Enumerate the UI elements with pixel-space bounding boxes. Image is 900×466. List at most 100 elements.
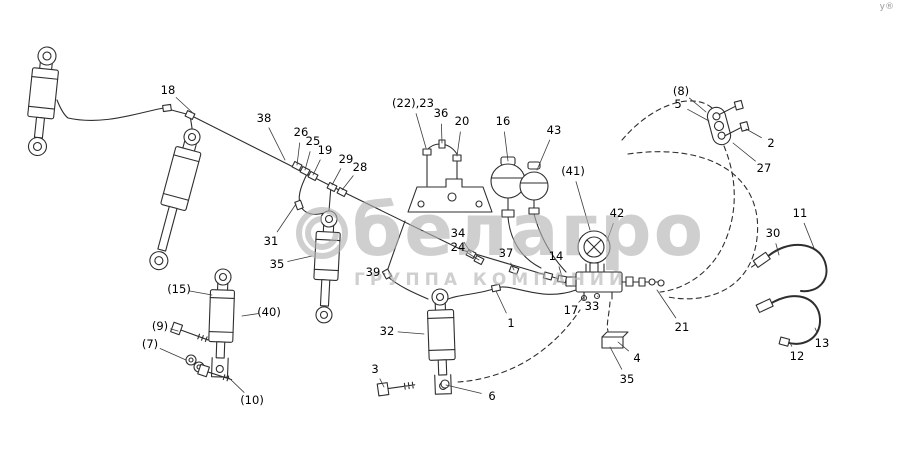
- part-label-18: 18: [160, 83, 176, 97]
- hydraulic-cylinder-1: [27, 46, 59, 157]
- leader-line: [558, 266, 563, 278]
- part-label-1: 1: [507, 316, 515, 330]
- corner-mark: у®: [879, 2, 894, 12]
- part-label-6: 6: [488, 389, 496, 403]
- part-label-15: (15): [167, 282, 191, 296]
- part-label-2223: (22),23: [392, 96, 434, 110]
- leader-line: [775, 243, 780, 256]
- leader-line: [732, 142, 756, 162]
- leader-line: [456, 131, 461, 157]
- leader-line: [609, 346, 623, 370]
- part-label-4: 4: [633, 351, 641, 365]
- leader-line: [296, 142, 301, 166]
- part-label-43: 43: [546, 123, 562, 137]
- part-label-36: 36: [433, 106, 449, 120]
- part-label-33: 33: [584, 299, 600, 313]
- part-label-29: 29: [338, 152, 354, 166]
- leader-line: [397, 331, 425, 335]
- leader-line: [575, 181, 591, 231]
- leader-line: [617, 341, 629, 352]
- part-label-35: 35: [619, 372, 635, 386]
- leader-line: [170, 328, 179, 332]
- leader-line: [606, 222, 614, 242]
- part-label-42: 42: [609, 206, 625, 220]
- hose-fitting-lower: [755, 298, 774, 313]
- bolt-9: [170, 321, 209, 343]
- leader-line: [226, 375, 245, 393]
- part-label-21: 21: [674, 320, 690, 334]
- part-label-17: 17: [563, 303, 579, 317]
- leader-line: [510, 262, 515, 271]
- part-label-38: 38: [256, 111, 272, 125]
- part-label-24: 24: [450, 240, 466, 254]
- hose-fitting-upper: [750, 251, 771, 268]
- part-label-20: 20: [454, 114, 470, 128]
- leader-line: [189, 290, 213, 296]
- flange-coupling: [706, 99, 750, 146]
- flexible-hoses: [457, 100, 759, 383]
- pressure-gauge: [577, 230, 611, 273]
- part-label-40: (40): [257, 305, 281, 319]
- part-label-25: 25: [305, 134, 321, 148]
- leader-line: [440, 123, 443, 144]
- valve-block: [565, 263, 665, 302]
- part-label-41: (41): [561, 164, 585, 178]
- leader-line: [814, 327, 818, 334]
- part-label-10: (10): [240, 393, 264, 407]
- part-label-12: 12: [789, 349, 805, 363]
- part-label-9: (9): [151, 319, 169, 333]
- part-label-31: 31: [263, 234, 279, 248]
- leader-line: [445, 384, 482, 394]
- part-label-19: 19: [317, 143, 333, 157]
- leader-line: [312, 159, 321, 176]
- leader-line: [331, 168, 342, 186]
- part-label-30: 30: [765, 226, 781, 240]
- part-label-32: 32: [379, 324, 395, 338]
- mounting-bracket: [407, 178, 493, 213]
- part-label-39: 39: [365, 265, 381, 279]
- leader-line: [745, 128, 762, 139]
- pressure-accumulator-right: [519, 161, 549, 215]
- leader-line: [788, 340, 793, 347]
- part-label-34: 34: [450, 226, 466, 240]
- pin-6: [440, 379, 450, 389]
- leader-line: [276, 203, 297, 233]
- leader-line: [687, 108, 710, 122]
- leader-line: [463, 241, 472, 254]
- part-label-35: 35: [269, 257, 285, 271]
- leader-line: [268, 127, 286, 161]
- clamp-block: [601, 331, 629, 349]
- part-label-37: 37: [498, 246, 514, 260]
- leader-line: [466, 252, 480, 261]
- part-label-11: 11: [792, 206, 808, 220]
- hydraulic-cylinder-2: [149, 128, 202, 271]
- hose-assembly-upper: [765, 244, 828, 293]
- part-label-14: 14: [548, 249, 564, 263]
- part-label-7: (7): [141, 337, 159, 351]
- leader-line: [415, 113, 427, 149]
- leader-lines: [159, 97, 818, 394]
- bolt-10: [197, 363, 233, 382]
- leader-line: [175, 97, 195, 115]
- leader-line: [578, 296, 585, 303]
- leader-line: [159, 348, 187, 361]
- leader-line: [495, 290, 507, 314]
- leader-line: [304, 151, 311, 171]
- leader-line: [656, 289, 677, 319]
- leader-line: [689, 97, 707, 113]
- part-label-5: 5: [674, 97, 682, 111]
- hydraulic-cylinder-5: [426, 288, 456, 395]
- part-label-8: (8): [672, 84, 690, 98]
- hose-assembly-lower: [769, 295, 822, 345]
- leader-line: [379, 378, 385, 388]
- leader-line: [503, 131, 509, 162]
- part-label-13: 13: [814, 336, 830, 350]
- leader-line: [241, 313, 259, 317]
- part-label-26: 26: [293, 125, 309, 139]
- part-label-3: 3: [371, 362, 379, 376]
- leader-line: [536, 139, 551, 171]
- part-label-16: 16: [495, 114, 511, 128]
